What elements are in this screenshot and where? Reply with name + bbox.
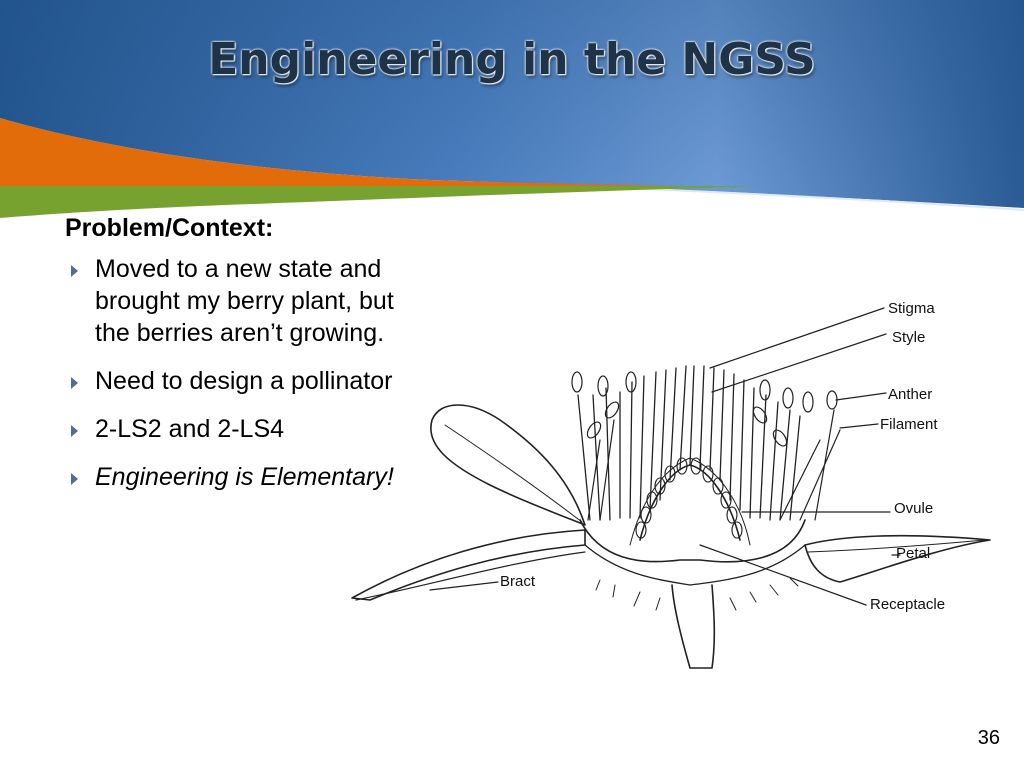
leaf-shape bbox=[430, 404, 586, 526]
petal-shape bbox=[804, 534, 991, 583]
bract-shape bbox=[351, 529, 586, 601]
title-banner bbox=[0, 0, 1024, 218]
bullet-text: Engineering is Elementary! bbox=[95, 463, 394, 491]
leader-line-bract bbox=[429, 581, 499, 591]
flower-diagram: Stigma Style Anther Filament Ovule Petal… bbox=[351, 300, 991, 669]
page-title: Engineering in the NGSS bbox=[208, 34, 816, 85]
bullet-text: Need to design a pollinator bbox=[95, 367, 393, 395]
list-item: Engineering is Elementary! bbox=[65, 461, 395, 493]
stem-shape bbox=[671, 584, 716, 669]
label-filament: Filament bbox=[880, 416, 938, 433]
context-heading: Problem/Context: bbox=[65, 214, 274, 242]
bullet-arrow-icon bbox=[71, 377, 78, 389]
bullet-text: 2-LS2 and 2-LS4 bbox=[95, 415, 285, 443]
label-petal: Petal bbox=[896, 545, 930, 562]
label-stigma: Stigma bbox=[888, 300, 935, 317]
label-ovule: Ovule bbox=[894, 500, 933, 517]
slide-body: Problem/Context: Moved to a new state an… bbox=[65, 214, 395, 509]
bullet-text: Moved to a new state and brought my berr… bbox=[95, 255, 394, 347]
list-item: Moved to a new state and brought my berr… bbox=[65, 253, 395, 349]
label-bract: Bract bbox=[500, 573, 536, 590]
leader-line-stigma bbox=[709, 307, 885, 369]
banner-orange-band bbox=[0, 118, 680, 186]
leader-line-filament bbox=[839, 423, 879, 429]
page-number: 36 bbox=[977, 727, 1000, 749]
list-item: 2-LS2 and 2-LS4 bbox=[65, 413, 395, 445]
label-style: Style bbox=[892, 329, 925, 346]
bullet-arrow-icon bbox=[71, 473, 78, 485]
bullet-list: Moved to a new state and brought my berr… bbox=[65, 253, 395, 493]
label-receptacle: Receptacle bbox=[870, 596, 945, 613]
receptacle-shape bbox=[579, 519, 806, 563]
leader-line-anther bbox=[835, 392, 887, 401]
bullet-arrow-icon bbox=[71, 425, 78, 437]
banner-green-band bbox=[0, 186, 760, 218]
bullet-arrow-icon bbox=[71, 265, 78, 277]
list-item: Need to design a pollinator bbox=[65, 365, 395, 397]
leader-line-receptacle bbox=[699, 544, 867, 606]
leader-line-style bbox=[711, 333, 887, 393]
label-anther: Anther bbox=[888, 386, 932, 403]
